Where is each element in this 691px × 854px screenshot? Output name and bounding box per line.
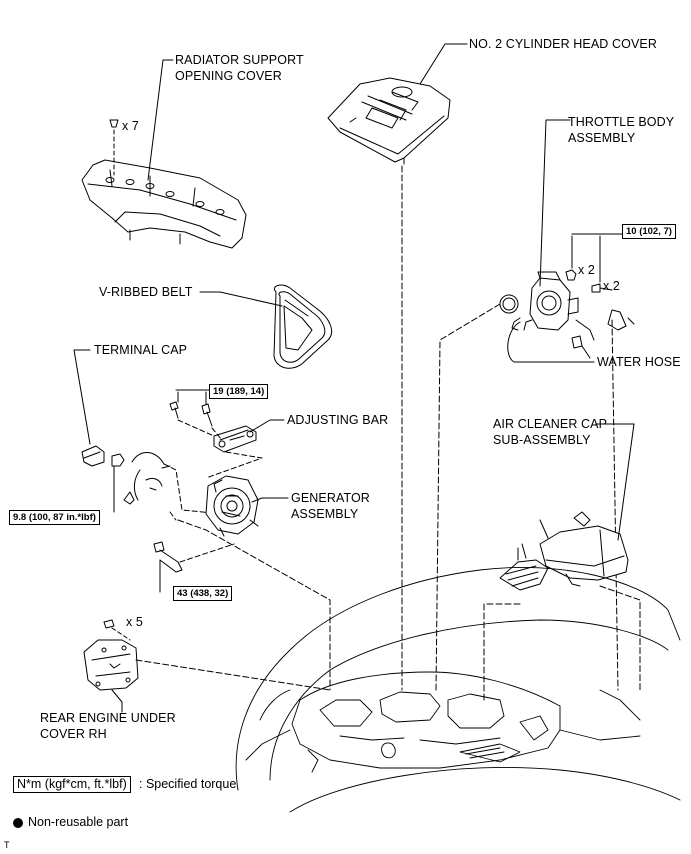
label-adjusting-bar: ADJUSTING BAR [287,413,389,427]
non-reusable-dot-icon [13,818,23,828]
generator-bolt-drawing [153,541,183,593]
legend-torque-description: : Specified torque [139,777,237,791]
terminal-nut-drawing [111,453,125,513]
torque-generator-bolt: 43 (438, 32) [173,586,233,601]
generator-drawing [205,475,259,537]
qty-cover-clips: x 7 [122,119,139,133]
torque-adjusting-bar: 19 (189, 14) [209,384,269,399]
label-radiator-support-opening-cover: RADIATOR SUPPORT OPENING COVER [175,53,304,83]
cylinder-head-cover-drawing [327,77,451,165]
label-no2-cylinder-head-cover: NO. 2 CYLINDER HEAD COVER [469,37,657,51]
label-v-ribbed-belt: V-RIBBED BELT [99,285,193,299]
label-rear-engine-under-cover-rh: REAR ENGINE UNDER COVER RH [40,711,176,741]
qty-throttle-bolts: x 2 [603,279,620,293]
rear-under-cover-drawing [83,639,139,691]
air-cleaner-cap-drawing [499,511,629,591]
v-ribbed-belt-drawing [273,284,332,369]
adjusting-bolts-drawing [169,389,213,427]
label-throttle-body-assembly: THROTTLE BODY ASSEMBLY [568,115,675,145]
water-hose-drawing [507,321,595,363]
corner-mark: T [4,840,10,850]
rear-clip-drawing [103,619,131,641]
torque-terminal-nut: 9.8 (100, 87 in.*lbf) [9,510,100,525]
wire-harness-drawing [123,452,171,505]
qty-rear-clips: x 5 [126,615,143,629]
terminal-cap-drawing [81,445,105,467]
throttle-fasteners-drawing [565,233,623,293]
label-water-hose: WATER HOSE [597,355,681,369]
label-terminal-cap: TERMINAL CAP [94,343,188,357]
cover-clip-drawing [109,119,119,176]
label-air-cleaner-cap-sub-assembly: AIR CLEANER CAP SUB-ASSEMBLY [493,417,608,447]
label-generator-assembly: GENERATOR ASSEMBLY [291,491,370,521]
torque-throttle-body: 10 (102, 7) [622,224,676,239]
adjusting-bar-drawing [213,425,257,453]
qty-throttle-nuts: x 2 [578,263,595,277]
vehicle-engine-bay-drawing [235,566,681,813]
radiator-support-cover-drawing [81,159,247,249]
legend-torque-unit: N*m (kgf*cm, ft.*lbf) [13,776,131,793]
legend-non-reusable: Non-reusable part [28,815,129,829]
